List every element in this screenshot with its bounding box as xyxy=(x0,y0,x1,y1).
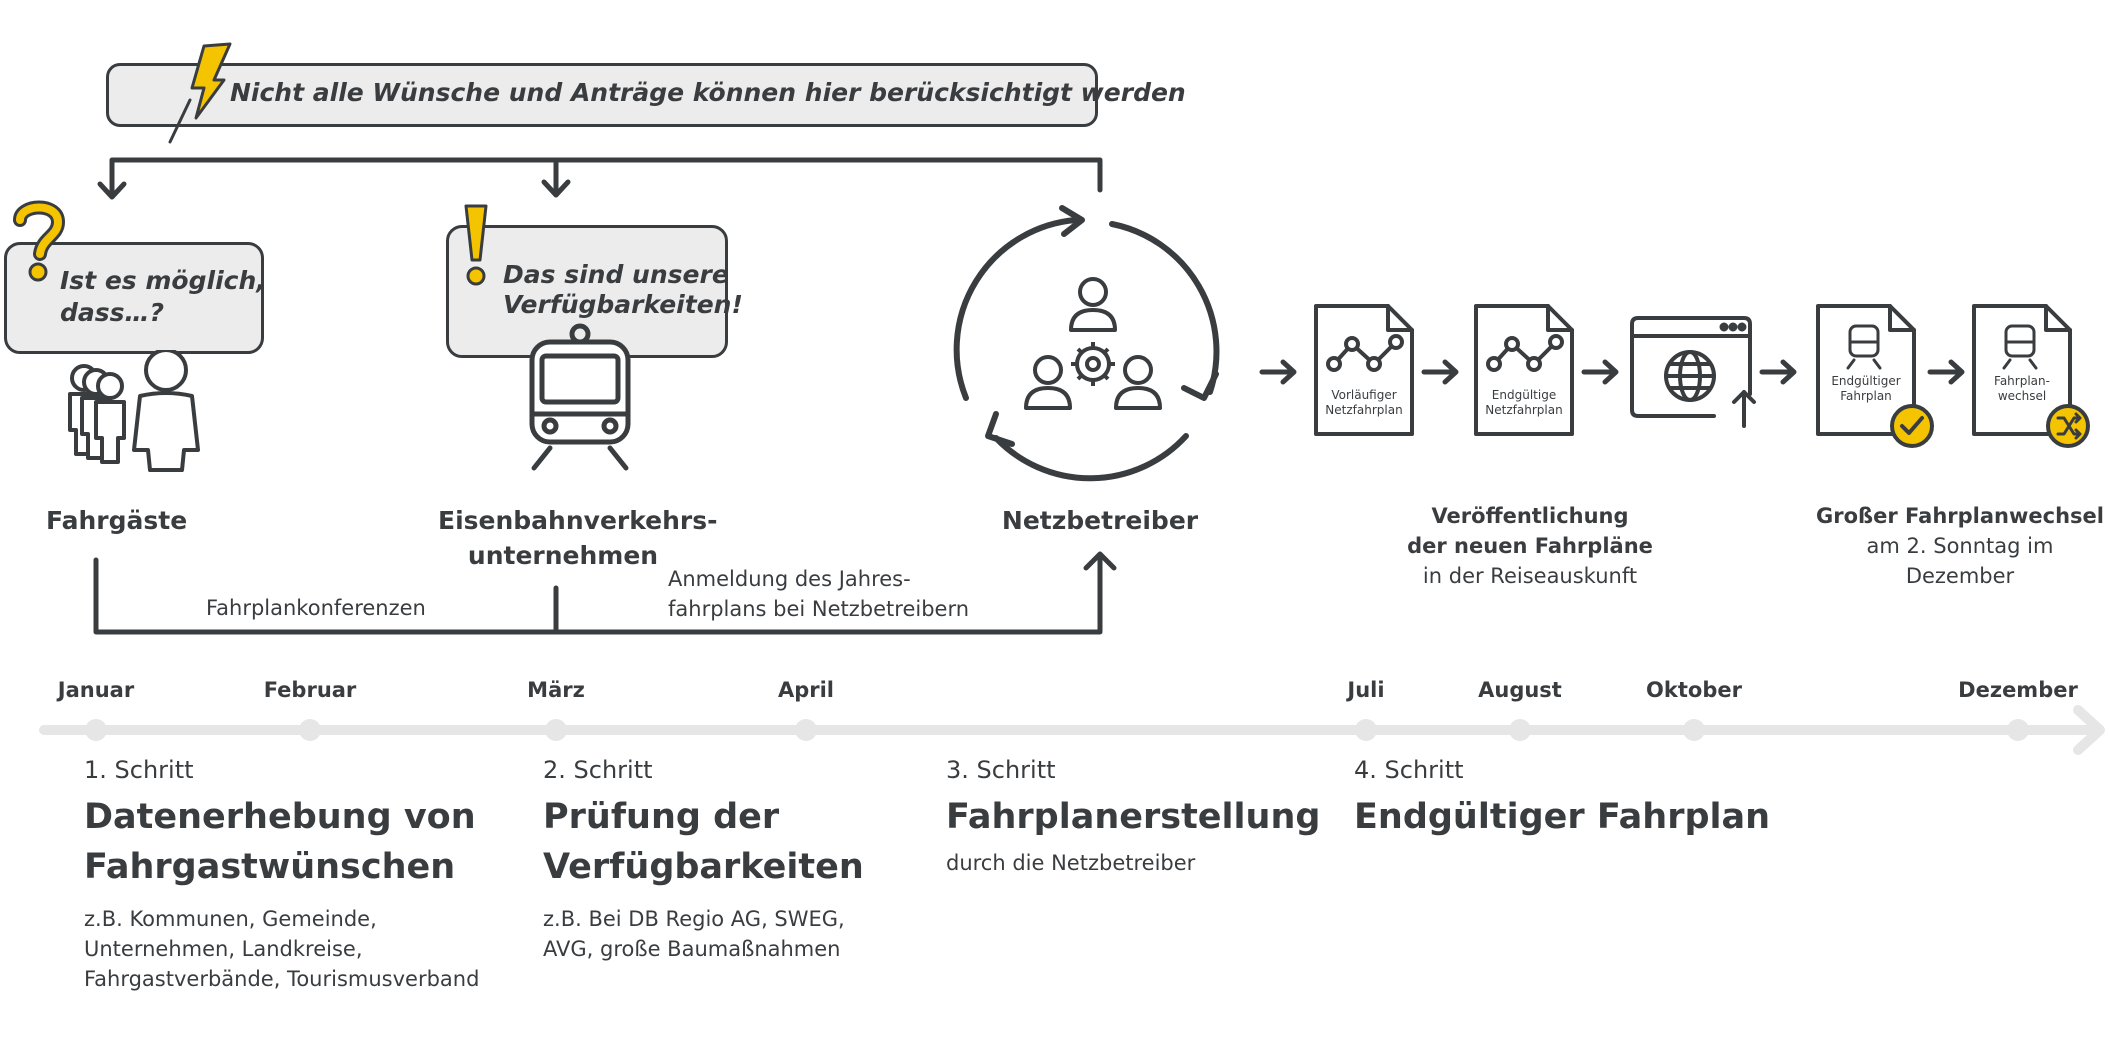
arrow-up-network xyxy=(1083,551,1117,571)
passenger-bubble-line1: Ist es möglich, xyxy=(60,266,266,295)
arrow-down-passengers xyxy=(97,181,127,200)
passengers-label: Fahrgäste xyxy=(46,506,188,535)
month-dezember: Dezember xyxy=(1958,678,2078,702)
people-gear-icon xyxy=(1024,277,1162,410)
timeline-axis xyxy=(39,705,2105,755)
doc-arrows xyxy=(1259,359,1965,385)
step-1-title-line1: Datenerhebung von xyxy=(84,797,476,837)
doc-final-timetable-line2: Fahrplan xyxy=(1840,389,1892,403)
railway-label-line1: Eisenbahnverkehrs- xyxy=(438,506,718,535)
exclamation-icon xyxy=(464,204,488,286)
publication-line3: in der Reiseauskunft xyxy=(1422,564,1638,588)
doc-final-network-line2: Netzfahrplan xyxy=(1485,403,1563,417)
doc-timetable-change-icon xyxy=(1972,304,2090,448)
railway-bubble-line2: Verfügbarkeiten! xyxy=(503,290,743,319)
passenger-bubble-line2: dass…? xyxy=(60,298,165,327)
doc-timetable-change-line1: Fahrplan- xyxy=(1994,374,2050,388)
doc-timetable-change-line2: wechsel xyxy=(1997,389,2047,403)
banner-box xyxy=(106,63,1098,127)
publication-line1: Veröffentlichung xyxy=(1431,504,1629,528)
browser-globe-icon xyxy=(1630,316,1756,428)
conferences-label: Fahrplankonferenzen xyxy=(206,596,426,620)
doc-timetable-change-label: Fahrplan- wechsel xyxy=(1974,374,2070,404)
doc-preliminary-line2: Netzfahrplan xyxy=(1325,403,1403,417)
step-2-label: 2. Schritt xyxy=(543,756,653,784)
banner-text: Nicht alle Wünsche und Anträge können hi… xyxy=(230,78,1186,107)
doc-final-network-label: Endgültige Netzfahrplan xyxy=(1476,388,1572,418)
publication-line2: der neuen Fahrpläne xyxy=(1407,534,1653,558)
doc-final-timetable-icon xyxy=(1816,304,1934,448)
doc-final-network-icon xyxy=(1474,304,1574,436)
step-2-desc-line2: AVG, große Baumaßnahmen xyxy=(543,937,841,961)
network-label: Netzbetreiber xyxy=(1001,506,1199,535)
passengers-group-icon xyxy=(68,350,200,472)
month-oktober: Oktober xyxy=(1646,678,1742,702)
step-3-label: 3. Schritt xyxy=(946,756,1056,784)
registration-line2: fahrplans bei Netzbetreibern xyxy=(668,597,970,621)
lightning-icon xyxy=(168,42,232,144)
top-bracket-line xyxy=(109,157,1103,199)
changeover-line3: Dezember xyxy=(1905,564,2015,588)
step-1: 1. Schritt Datenerhebung von Fahrgastwün… xyxy=(84,756,504,994)
step-2-desc-line1: z.B. Bei DB Regio AG, SWEG, xyxy=(543,907,845,931)
step-1-label: 1. Schritt xyxy=(84,756,194,784)
registration-line1: Anmeldung des Jahres- xyxy=(668,567,911,591)
month-januar: Januar xyxy=(57,678,135,702)
month-april: April xyxy=(777,678,835,702)
step-4: 4. Schritt Endgültiger Fahrplan xyxy=(1354,756,1794,842)
step-1-desc-line2: Unternehmen, Landkreise, xyxy=(84,937,363,961)
train-icon xyxy=(529,323,631,471)
step-4-label: 4. Schritt xyxy=(1354,756,1464,784)
arrow-down-railway xyxy=(541,179,571,198)
step-2: 2. Schritt Prüfung der Verfügbarkeiten z… xyxy=(543,756,923,964)
railway-label-line2: unternehmen xyxy=(467,541,659,570)
month-maerz: März xyxy=(527,678,585,702)
doc-preliminary-label: Vorläufiger Netzfahrplan xyxy=(1316,388,1412,418)
step-3: 3. Schritt Fahrplanerstellung durch die … xyxy=(946,756,1326,878)
cycle-arrows-icon xyxy=(953,205,1220,482)
step-2-title-line1: Prüfung der xyxy=(543,797,780,837)
month-februar: Februar xyxy=(263,678,357,702)
changeover-line2: am 2. Sonntag im xyxy=(1866,534,2054,558)
doc-preliminary-icon xyxy=(1314,304,1414,436)
step-4-title-line1: Endgültiger Fahrplan xyxy=(1354,797,1771,837)
bottom-bracket-line xyxy=(93,553,1103,635)
doc-final-timetable-line1: Endgültiger xyxy=(1831,374,1901,388)
passenger-speech-bubble xyxy=(4,242,264,354)
step-1-title-line2: Fahrgastwünschen xyxy=(84,847,456,887)
doc-final-network-line1: Endgültige xyxy=(1491,388,1557,402)
question-mark-icon xyxy=(13,200,66,282)
step-3-desc-line1: durch die Netzbetreiber xyxy=(946,851,1196,875)
step-1-desc-line3: Fahrgastverbände, Tourismusverband xyxy=(84,967,480,991)
changeover-line1: Großer Fahrplanwechsel xyxy=(1816,504,2104,528)
step-1-desc-line1: z.B. Kommunen, Gemeinde, xyxy=(84,907,377,931)
month-juli: Juli xyxy=(1347,678,1385,702)
doc-preliminary-line1: Vorläufiger xyxy=(1331,388,1397,402)
step-2-title-line2: Verfügbarkeiten xyxy=(543,847,864,887)
railway-bubble-line1: Das sind unsere xyxy=(503,260,729,289)
doc-final-timetable-label: Endgültiger Fahrplan xyxy=(1818,374,1914,404)
month-august: August xyxy=(1478,678,1562,702)
step-3-title-line1: Fahrplanerstellung xyxy=(946,797,1321,837)
